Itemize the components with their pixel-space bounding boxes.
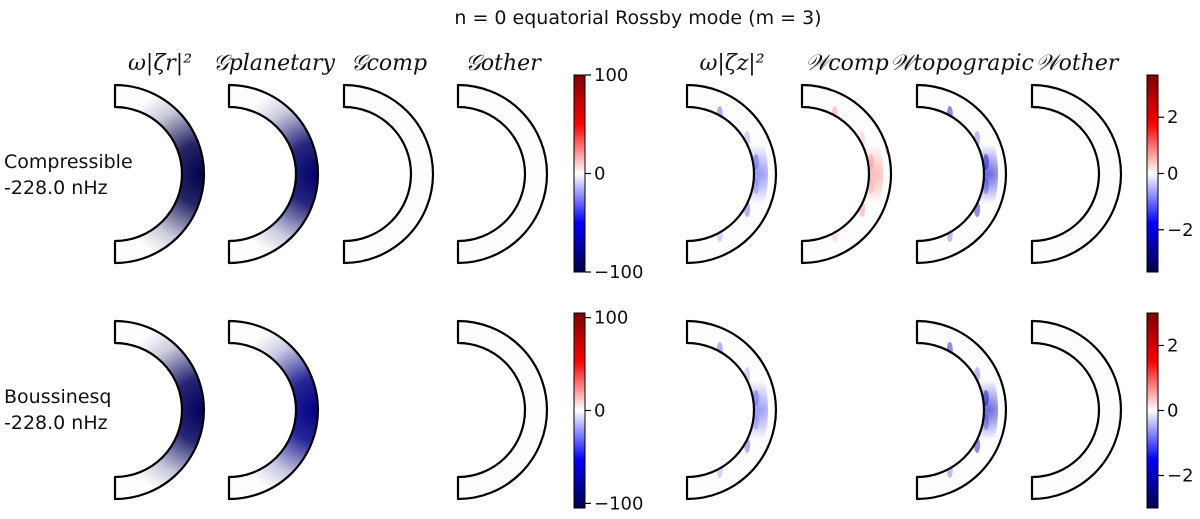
colorbar-tick-label: 0 (1167, 164, 1178, 185)
colorbar-tick-label: −2 (1167, 466, 1194, 487)
colorbar-compressible-W: 2 0 −2 (1146, 74, 1194, 273)
panel-boussinesq-W_topograpic (915, 319, 1008, 501)
colorbar-tick-label: 0 (1167, 401, 1178, 422)
colorbar-tick-label: −2 (1167, 220, 1194, 241)
colorbar-compressible-G: 100 0 −100 (573, 65, 643, 283)
colorbar-boussinesq-G: 100 0 −100 (573, 308, 643, 514)
panel-boussinesq-omega_zeta_r (113, 319, 206, 501)
colorbar-tick-label: 2 (1167, 336, 1178, 357)
column-label-omega_zeta_z: ω|ζz|² (699, 51, 764, 76)
panel-compressible-W_topograpic (915, 83, 1008, 265)
panel-boussinesq-G_other (456, 319, 549, 501)
figure-title: n = 0 equatorial Rossby mode (m = 3) (454, 7, 821, 29)
panel-compressible-G_other (456, 83, 549, 265)
column-label-W_comp: 𝒲comp (805, 51, 889, 76)
panel-boussinesq-W_other (1030, 319, 1123, 501)
panels (113, 83, 1123, 501)
colorbar-tick-label: −100 (594, 262, 643, 283)
panel-compressible-W_other (1030, 83, 1123, 265)
column-label-G_other: 𝒢other (465, 51, 542, 76)
panel-compressible-G_comp (342, 83, 435, 265)
panel-compressible-W_comp (800, 83, 893, 265)
row-label-frequency: -228.0 nHz (4, 177, 108, 199)
colorbar-tick-label: −100 (594, 493, 643, 514)
column-label-W_topograpic: 𝒲topograpic (890, 51, 1034, 76)
row-label-name: Compressible (4, 151, 133, 173)
row-label-name: Boussinesq (4, 386, 111, 408)
colorbar-boussinesq-W: 2 0 −2 (1146, 312, 1194, 509)
column-label-omega_zeta_r: ω|ζr|² (128, 51, 192, 76)
panel-boussinesq-G_planetary (227, 319, 320, 501)
column-label-W_other: 𝒲other (1036, 51, 1120, 76)
colorbar-tick-label: 100 (594, 65, 628, 86)
row-label-frequency: -228.0 nHz (4, 412, 108, 434)
column-label-G_comp: 𝒢comp (351, 51, 427, 76)
colorbars: 100 0 −100 2 0 −2 100 0 −100 2 0 −2 (573, 65, 1194, 514)
colorbar-tick-label: 0 (594, 164, 605, 185)
colorbar-tick-label: 100 (594, 308, 628, 329)
column-label-G_planetary: 𝒢planetary (213, 51, 336, 76)
panel-compressible-omega_zeta_z (685, 83, 778, 265)
colorbar-tick-label: 0 (594, 401, 605, 422)
panel-compressible-omega_zeta_r (113, 83, 206, 265)
panel-compressible-G_planetary (227, 83, 320, 265)
panel-boussinesq-omega_zeta_z (685, 319, 778, 501)
colorbar-tick-label: 2 (1167, 107, 1178, 128)
